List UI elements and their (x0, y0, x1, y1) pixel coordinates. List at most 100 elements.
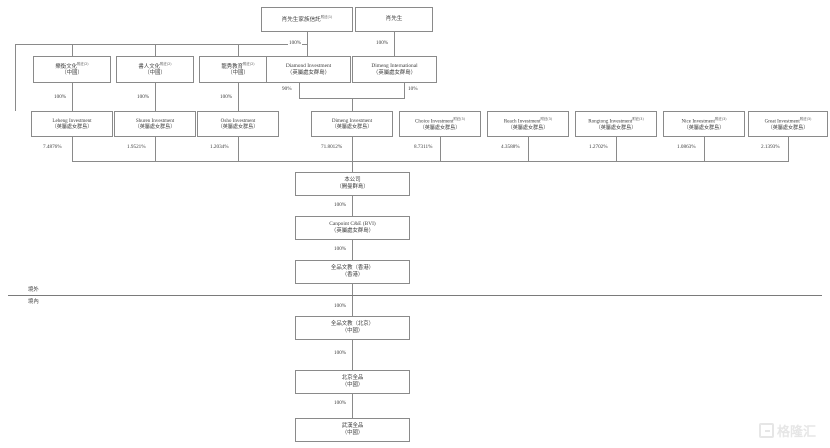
node-quanpin-hk: 全品文教（香港） （香港） (295, 260, 410, 284)
node-leheng-investment-label: Leheng Investment (52, 117, 92, 124)
connector-bj-to-beijing (352, 340, 353, 370)
pct-dimeng-investment-share: 71.8012% (320, 144, 344, 150)
offshore-onshore-divider (8, 295, 822, 296)
node-choice-investment-jurisdiction: （英屬處女群島） (419, 124, 461, 131)
node-dimeng-investment-label: Dimeng Investment (331, 117, 373, 124)
pct-longxiu-edu-down: 100% (219, 94, 234, 100)
bracket-row2-top (15, 44, 308, 45)
pct-rongtong-investment-share: 1.2702% (588, 144, 609, 150)
node-diamond-investment-jurisdiction: （英屬處女群島） (286, 69, 331, 76)
node-company: 本公司 （開曼群島） (295, 172, 410, 196)
pct-osho-investment-share: 1.2034% (209, 144, 230, 150)
connector-rongtong-inv-down (616, 137, 617, 161)
node-quanpin-bj-jurisdiction: （中國） (341, 328, 364, 334)
connector-shuren-culture-down (155, 83, 156, 111)
node-shuren-culture: 書人文化附註(2) （中國） (116, 56, 194, 83)
node-shuren-culture-note: 附註(2) (159, 61, 172, 66)
node-mr-xiao: 肖先生 (355, 7, 433, 32)
node-diamond-investment-label: Diamond Investment (285, 62, 332, 69)
node-rongtong-investment-label: Rongtong Investment (588, 118, 633, 125)
watermark: 格隆汇 (758, 421, 816, 440)
pct-leheng-culture-down: 100% (53, 94, 68, 100)
node-company-jurisdiction: （開曼群島） (336, 184, 369, 190)
node-dimeng-international-jurisdiction: （英屬處女群島） (372, 69, 417, 76)
node-shuren-culture-jurisdiction: （中國） (144, 70, 166, 77)
connector-xiao-down (394, 32, 395, 56)
node-quanpin-bj-label: 全品文教（北京） (330, 321, 375, 328)
node-mr-xiao-label: 肖先生 (385, 16, 403, 22)
node-rongtong-investment: Rongtong Investment附註(3) （英屬處女群島） (575, 111, 657, 137)
node-great-investment-note: 附註(3) (799, 116, 812, 121)
connector-longxiu-edu-up (238, 44, 239, 56)
rail-shareholders-to-company (72, 161, 789, 162)
node-wuhan-quanpin-jurisdiction: （中國） (341, 430, 364, 436)
node-nice-investment-note: 附註(3) (714, 116, 727, 121)
node-shuren-investment: Shuren Investment （英屬處女群島） (114, 111, 196, 137)
node-longxiu-edu-jurisdiction: （中國） (227, 70, 249, 77)
node-reach-investment-label: Reach Investment (503, 118, 541, 125)
connector-dimeng-inv-down (352, 137, 353, 161)
node-rongtong-investment-jurisdiction: （英屬處女群島） (595, 124, 637, 131)
node-shuren-investment-label: Shuren Investment (135, 117, 175, 124)
node-nice-investment: Nice Investment附註(3) （英屬處女群島） (663, 111, 745, 137)
bracket-row2-left-drop (15, 44, 16, 111)
node-shuren-investment-jurisdiction: （英屬處女群島） (134, 124, 176, 130)
node-longxiu-edu-label: 龍秀教育 (221, 63, 243, 70)
node-shuren-culture-label: 書人文化 (138, 63, 160, 70)
pct-shuren-investment-share: 1.9521% (126, 144, 147, 150)
node-dimeng-international: Dimeng International （英屬處女群島） (352, 56, 437, 83)
node-trust-note: 附註(1) (320, 15, 333, 20)
node-canpoint-bvi-label: Canpoint C&E (BVI) (329, 221, 376, 228)
node-quanpin-hk-label: 全品文教（香港） (330, 265, 375, 272)
node-osho-investment-label: Osho Investment (220, 117, 256, 124)
node-choice-investment-label: Choice Investment (415, 118, 454, 125)
node-wuhan-quanpin: 武漢全品 （中國） (295, 418, 410, 442)
node-wuhan-quanpin-label: 武漢全品 (341, 423, 364, 430)
connector-hk-to-bj (352, 284, 353, 316)
node-leheng-culture-jurisdiction: （中國） (61, 70, 83, 77)
pct-nice-investment-share: 1.0863% (676, 144, 697, 150)
node-trust: 肖先生家族信託附註(1) (261, 7, 353, 32)
node-leheng-investment: Leheng Investment （英屬處女群島） (31, 111, 113, 137)
node-nice-investment-jurisdiction: （英屬處女群島） (683, 124, 725, 131)
pct-hk-to-bj: 100% (333, 303, 348, 309)
pct-beijing-to-wuhan: 100% (333, 400, 348, 406)
connector-shuren-culture-up (155, 44, 156, 56)
connector-choice-inv-down (440, 137, 441, 161)
node-leheng-culture-label: 樂衡文化 (55, 63, 77, 70)
node-company-label: 本公司 (344, 177, 361, 184)
node-diamond-investment: Diamond Investment （英屬處女群島） (266, 56, 351, 83)
node-reach-investment: Reach Investment附註(3) （英屬處女群島） (487, 111, 569, 137)
node-dimeng-investment: Dimeng Investment （英屬處女群島） (311, 111, 393, 137)
node-great-investment-label: Great Investment (764, 118, 800, 125)
connector-diamond-down (299, 83, 300, 98)
pct-trust-to-diamond: 100% (288, 40, 303, 46)
gelonghui-logo-icon (758, 423, 774, 438)
node-longxiu-edu: 龍秀教育附註(2) （中國） (199, 56, 277, 83)
node-longxiu-edu-note: 附註(2) (242, 61, 255, 66)
connector-company-to-canpoint (352, 196, 353, 216)
node-quanpin-hk-jurisdiction: （香港） (341, 272, 364, 278)
connector-reach-inv-down (528, 137, 529, 161)
node-great-investment: Great Investment附註(3) （英屬處女群島） (748, 111, 828, 137)
connector-dimeng-intl-down (404, 83, 405, 98)
node-osho-investment-jurisdiction: （英屬處女群島） (217, 124, 259, 130)
connector-longxiu-edu-down (238, 83, 239, 111)
node-reach-investment-note: 附註(3) (540, 116, 553, 121)
node-reach-investment-jurisdiction: （英屬處女群島） (507, 124, 549, 131)
connector-great-inv-down (788, 137, 789, 161)
node-trust-label: 肖先生家族信託 (281, 16, 321, 23)
node-leheng-culture-note: 附註(2) (76, 61, 89, 66)
node-choice-investment: Choice Investment附註(3) （英屬處女群島） (399, 111, 481, 137)
connector-rail-to-company (352, 161, 353, 172)
node-nice-investment-label: Nice Investment (681, 118, 715, 125)
connector-dimeng-join-down (352, 98, 353, 111)
connector-leheng-culture-up (72, 44, 73, 56)
connector-leheng-culture-down (72, 83, 73, 111)
node-dimeng-international-label: Dimeng International (371, 62, 418, 69)
node-leheng-investment-jurisdiction: （英屬處女群島） (51, 124, 93, 130)
connector-canpoint-to-hk (352, 240, 353, 260)
node-leheng-culture: 樂衡文化附註(2) （中國） (33, 56, 111, 83)
pct-diamond-to-dimeng-inv: 90% (281, 86, 293, 92)
